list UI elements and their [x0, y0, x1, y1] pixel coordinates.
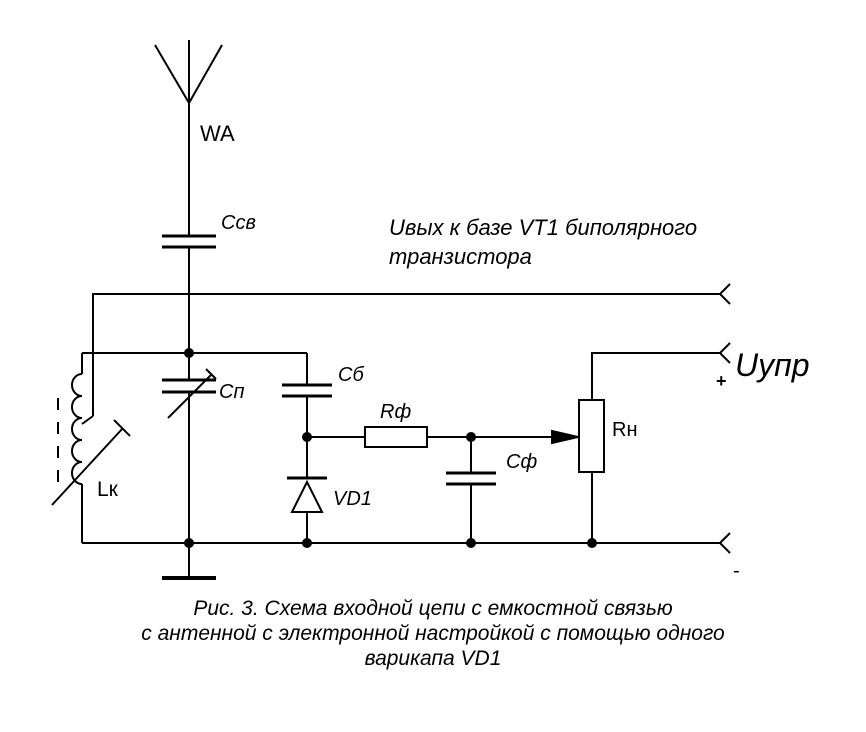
- plus-sign: +: [716, 371, 727, 391]
- filter-capacitor: [446, 471, 496, 486]
- minus-sign: -: [733, 560, 740, 582]
- caption-line-1: Рис. 3. Схема входной цепи с емкостной с…: [193, 597, 673, 620]
- output-line: [92, 283, 731, 366]
- varicap-diode: [287, 476, 327, 543]
- control-voltage-label: Uупр: [735, 347, 810, 383]
- filter-capacitor-label: Сф: [506, 451, 537, 473]
- inductor-label: Lк: [97, 478, 119, 501]
- caption-line-3: варикапа VD1: [364, 647, 502, 670]
- antenna-label: WA: [200, 121, 235, 146]
- output-label-line1: Uвых к базе VT1 биполярного: [389, 215, 697, 240]
- antenna-symbol: [154, 40, 223, 236]
- coupling-capacitor-label: Ссв: [221, 212, 256, 234]
- filter-resistor: [364, 426, 428, 448]
- inductor-coil: [51, 353, 131, 543]
- coupling-capacitor: [162, 234, 216, 249]
- load-resistor-label: Rн: [612, 419, 638, 441]
- blocking-capacitor-label: Сб: [338, 364, 364, 386]
- circuit-schematic: WA Ссв Uвых к базе VT1 биполярного транз…: [51, 40, 810, 582]
- variable-capacitor-label: Сп: [219, 381, 244, 403]
- load-resistor: [578, 399, 605, 473]
- varicap-label: VD1: [333, 488, 372, 510]
- minus-terminal: [718, 532, 731, 554]
- filter-resistor-label: Rф: [380, 401, 411, 423]
- control-terminal: [718, 342, 731, 364]
- caption-line-2: с антенной с электронной настройкой с по…: [141, 622, 725, 645]
- figure-caption: Рис. 3. Схема входной цепи с емкостной с…: [0, 596, 866, 671]
- blocking-capacitor: [282, 383, 332, 398]
- junction-dots: [184, 348, 597, 548]
- wiper-arrow: [551, 429, 579, 445]
- output-label-line2: транзистора: [389, 244, 532, 269]
